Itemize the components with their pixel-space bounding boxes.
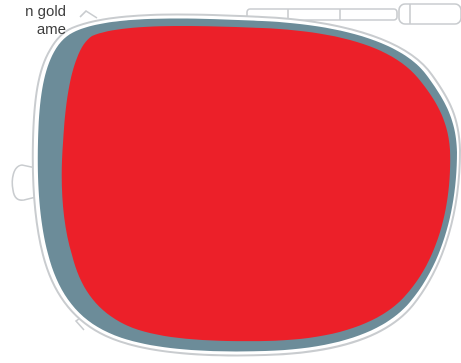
temple-arm-icon	[246, 3, 461, 25]
hinge-icon	[79, 9, 98, 19]
caption-line-1: n gold	[25, 3, 66, 20]
temple-arm-bar	[246, 8, 398, 21]
caption-label: n gold ame	[0, 3, 66, 39]
nose-pad-icon	[11, 164, 37, 201]
caption-line-2: ame	[36, 21, 66, 38]
lens	[61, 26, 451, 342]
temple-arm-hinge-block	[398, 3, 461, 25]
